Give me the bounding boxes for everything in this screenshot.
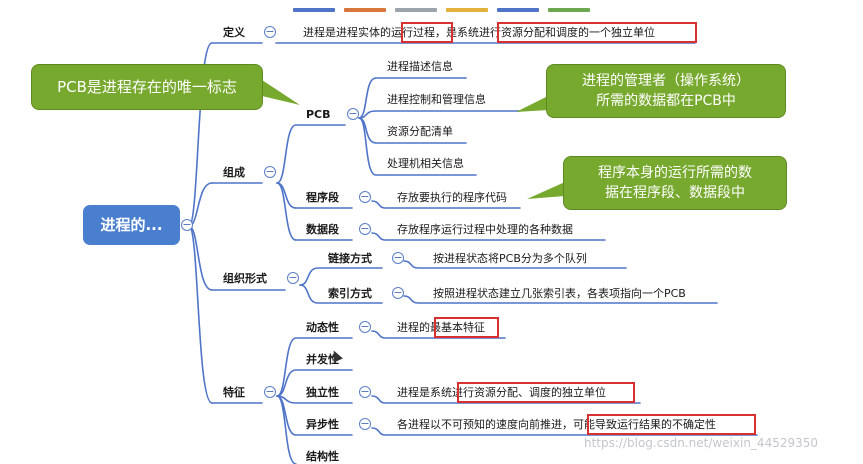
data-segment-label[interactable]: 数据段 <box>306 223 339 236</box>
composition-collapse-toggle[interactable]: − <box>264 165 276 178</box>
color-tab-2 <box>344 8 386 12</box>
independent-desc-before: 进程是系统 <box>397 386 452 399</box>
index-mode-collapse-toggle[interactable]: − <box>392 286 404 299</box>
callout-os-data: 进程的管理者（操作系统） 所需的数据都在PCB中 <box>546 64 786 118</box>
independent-highlight-box <box>457 382 635 403</box>
concurrent-label[interactable]: 并发性 <box>306 353 339 366</box>
branch-composition-label[interactable]: 组成 <box>223 166 245 179</box>
root-collapse-toggle[interactable]: − <box>181 218 193 231</box>
pcb-label[interactable]: PCB <box>306 108 331 121</box>
callout-os-data-line-1: 进程的管理者（操作系统） <box>582 73 750 89</box>
program-segment-label[interactable]: 程序段 <box>306 191 339 204</box>
branch-features-label[interactable]: 特征 <box>223 386 245 399</box>
pcb-item-3: 资源分配清单 <box>387 125 453 138</box>
async-highlight-box <box>587 414 756 435</box>
independent-collapse-toggle[interactable]: − <box>359 385 371 398</box>
callout-program-data-line-1: 程序本身的运行所需的数 <box>598 165 752 181</box>
branch-definition-label[interactable]: 定义 <box>223 26 245 39</box>
callout-pcb-unique: PCB是进程存在的唯一标志 <box>31 64 263 110</box>
callout-pointer-right-2 <box>527 182 565 199</box>
root-label: 进程的... <box>100 216 163 234</box>
dynamic-desc-before: 进程的 <box>397 321 430 334</box>
dynamic-highlight-box <box>434 317 499 338</box>
async-desc-highlight: 可能导致运行结果的不确定性 <box>573 418 716 431</box>
dynamic-label[interactable]: 动态性 <box>306 321 339 334</box>
data-segment-collapse-toggle[interactable]: − <box>359 222 371 235</box>
link-mode-desc: 按进程状态将PCB分为多个队列 <box>433 252 587 265</box>
callout-pointer-left <box>262 80 300 105</box>
organization-collapse-toggle[interactable]: − <box>287 271 299 284</box>
definition-collapse-toggle[interactable]: − <box>264 25 276 38</box>
callout-program-data: 程序本身的运行所需的数 据在程序段、数据段中 <box>563 156 787 210</box>
definition-text-before: 进程是进程实体的 <box>303 26 391 39</box>
pcb-item-2: 进程控制和管理信息 <box>387 93 486 106</box>
callout-os-data-line-2: 所需的数据都在PCB中 <box>596 93 736 109</box>
independent-label[interactable]: 独立性 <box>306 386 339 399</box>
pcb-item-1: 进程描述信息 <box>387 60 453 73</box>
callout-program-data-line-2: 据在程序段、数据段中 <box>605 185 745 201</box>
program-segment-collapse-toggle[interactable]: − <box>359 190 371 203</box>
color-tab-4 <box>446 8 488 12</box>
color-tab-6 <box>548 8 590 12</box>
definition-highlight-2-box <box>497 22 697 43</box>
callout-pcb-unique-text: PCB是进程存在的唯一标志 <box>57 78 237 96</box>
definition-text-middle: ，是系统 <box>435 26 479 39</box>
structural-label[interactable]: 结构性 <box>306 450 339 463</box>
definition-highlight-2: 进行资源分配和调度的一个独立单位 <box>479 26 655 39</box>
async-desc-before: 各进程以不可预知的速度向前推进， <box>397 418 573 431</box>
async-label[interactable]: 异步性 <box>306 418 339 431</box>
async-collapse-toggle[interactable]: − <box>359 417 371 430</box>
independent-desc-highlight: 进行资源分配、调度的独立单位 <box>452 386 606 399</box>
pcb-item-4: 处理机相关信息 <box>387 157 464 170</box>
callout-pointer-right-1 <box>516 96 548 112</box>
root-node[interactable]: 进程的... <box>83 205 180 245</box>
pcb-collapse-toggle[interactable]: − <box>347 107 359 120</box>
program-segment-desc: 存放要执行的程序代码 <box>397 191 507 204</box>
features-collapse-toggle[interactable]: − <box>264 385 276 398</box>
index-mode-label[interactable]: 索引方式 <box>328 287 372 300</box>
link-mode-collapse-toggle[interactable]: − <box>392 251 404 264</box>
definition-highlight-1-box <box>401 22 453 43</box>
dynamic-desc: 进程的最基本特征 <box>397 321 485 335</box>
index-mode-desc: 按照进程状态建立几张索引表，各表项指向一个PCB <box>433 287 686 300</box>
dynamic-desc-highlight: 最基本特征 <box>430 321 485 334</box>
color-tab-1 <box>293 8 335 12</box>
color-tab-5 <box>497 8 539 12</box>
data-segment-desc: 存放程序运行过程中处理的各种数据 <box>397 223 573 236</box>
watermark-text: https://blog.csdn.net/weixin_44529350 <box>584 436 819 450</box>
branch-organization-label[interactable]: 组织形式 <box>223 272 267 285</box>
color-tab-3 <box>395 8 437 12</box>
dynamic-collapse-toggle[interactable]: − <box>359 320 371 333</box>
async-desc: 各进程以不可预知的速度向前推进，可能导致运行结果的不确定性 <box>397 418 716 432</box>
independent-desc: 进程是系统进行资源分配、调度的独立单位 <box>397 386 606 400</box>
link-mode-label[interactable]: 链接方式 <box>328 252 372 265</box>
